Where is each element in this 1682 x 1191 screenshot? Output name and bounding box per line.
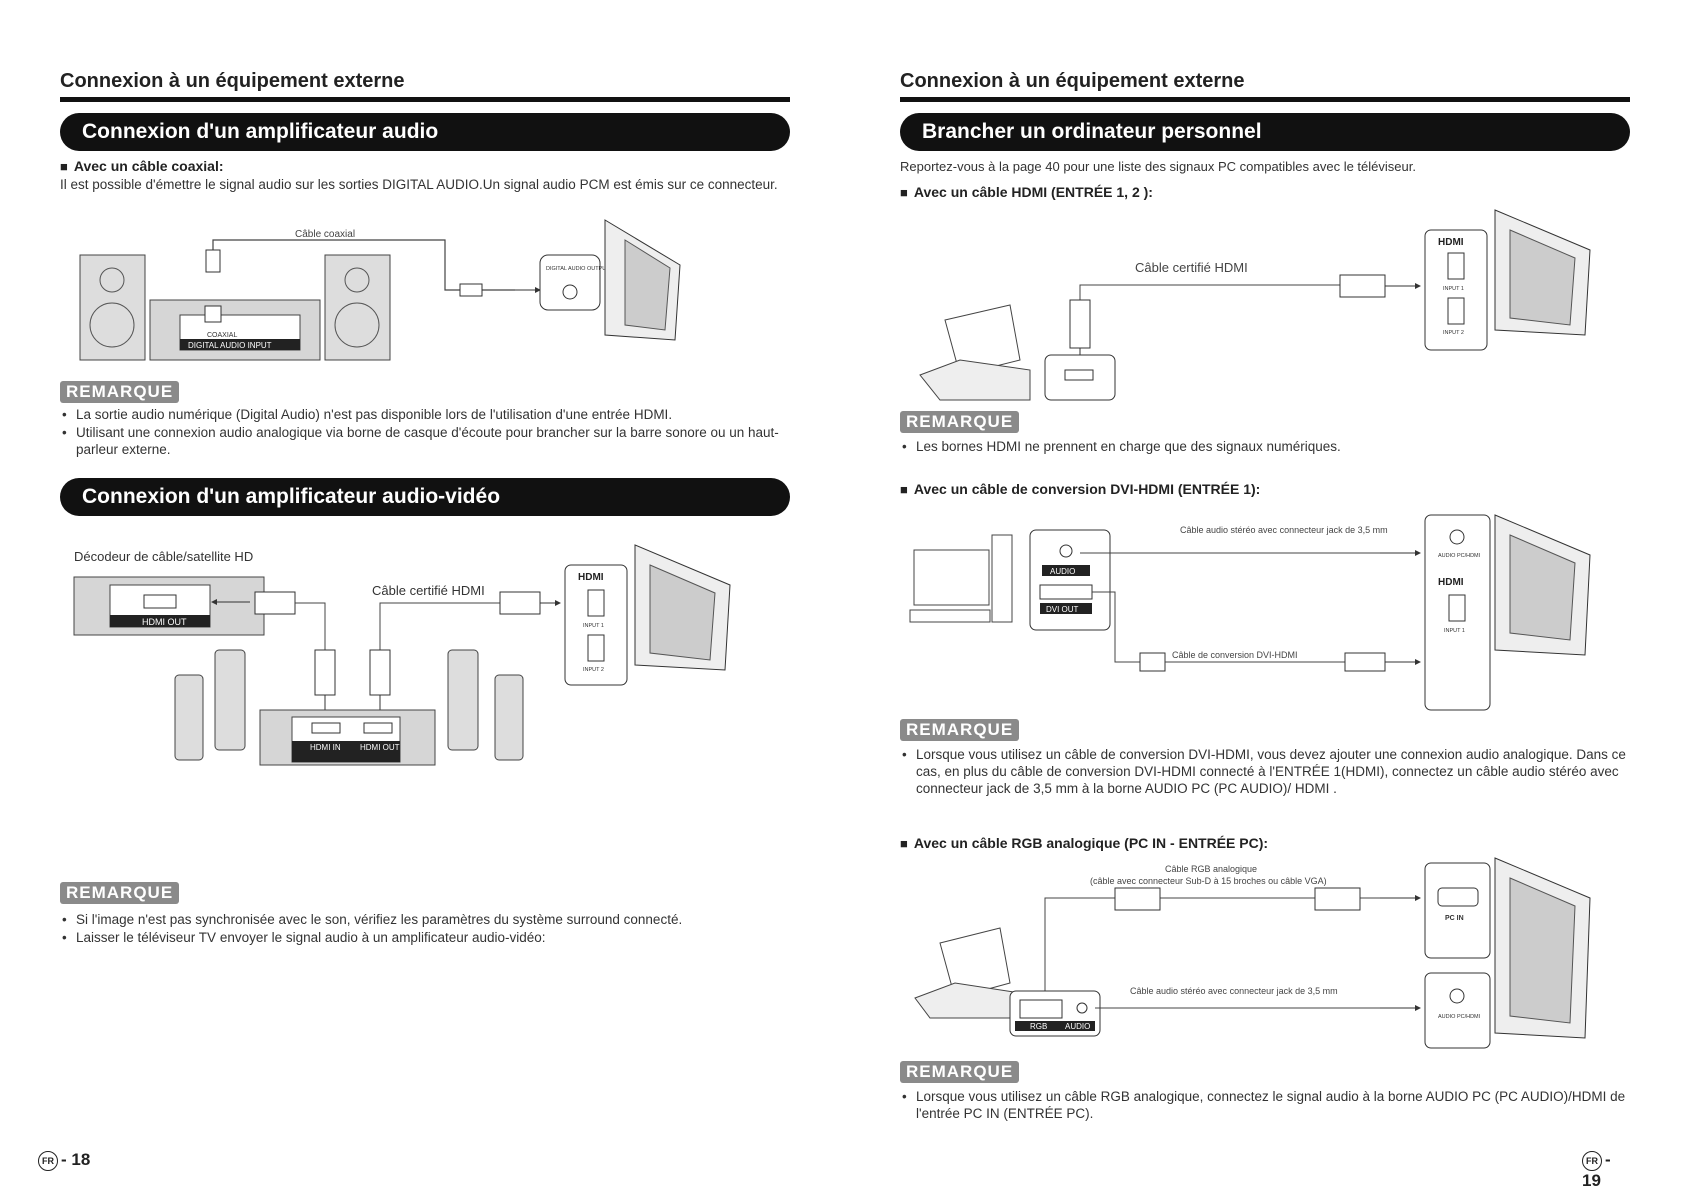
pc-hdmi-diagram: Câble certifié HDMI HDMI INPUT 1 INPUT 2 (919, 209, 1591, 401)
section-banner-av-amp: Connexion d'un amplificateur audio-vidéo (60, 478, 790, 516)
page-number: FR- 19 (1582, 1150, 1611, 1190)
list-item: Les bornes HDMI ne prennent en charge qu… (902, 438, 1646, 455)
section-banner-pc: Brancher un ordinateur personnel (900, 113, 1630, 151)
remark2-list: Lorsque vous utilisez un câble de conver… (900, 746, 1646, 798)
amp-hdmi-out-label: HDMI OUT (360, 743, 400, 752)
remark-badge: REMARQUE (900, 719, 1020, 741)
input2-label: INPUT 2 (1443, 330, 1464, 336)
coax-paragraph: Il est possible d'émettre le signal audi… (60, 177, 778, 192)
list-item: Lorsque vous utilisez un câble RGB analo… (902, 1088, 1646, 1122)
right-page: Connexion à un équipement externe Branch… (900, 0, 1630, 1190)
coax-cable (212, 239, 515, 291)
remark1-list: La sortie audio numérique (Digital Audio… (60, 406, 806, 459)
hdmi-heading: Avec un câble HDMI (ENTRÉE 1, 2 ): (900, 184, 1153, 200)
list-item: Si l'image n'est pas synchronisée avec l… (62, 911, 806, 928)
audio-pc-hdmi-label: AUDIO PC/HDMI (1438, 553, 1481, 559)
decoder-label: Décodeur de câble/satellite HD (74, 549, 253, 564)
av-amp-diagram: Décodeur de câble/satellite HD HDMI OUT … (73, 544, 731, 766)
list-item: Utilisant une connexion audio analogique… (62, 424, 806, 458)
remark-badge: REMARQUE (60, 882, 180, 904)
page-header: Connexion à un équipement externe (60, 70, 790, 102)
dvi-out-label: DVI OUT (1046, 605, 1079, 614)
fr-badge-icon: FR (1582, 1150, 1602, 1171)
rgb-label: RGB (1030, 1022, 1047, 1031)
laptop-icon (939, 927, 1011, 999)
laptop-icon (944, 304, 1021, 376)
rgb-cable-label-1: Câble RGB analogique (1165, 864, 1257, 874)
tv-hdmi-input-box (564, 564, 628, 686)
decoder-hdmi-out-label: HDMI OUT (142, 617, 187, 627)
list-item: Lorsque vous utilisez un câble de conver… (902, 746, 1646, 797)
list-item: La sortie audio numérique (Digital Audio… (62, 406, 806, 423)
coaxial-jack-icon (204, 305, 222, 323)
hdmi-logo: HDMI (578, 572, 604, 583)
desktop-tower-icon (991, 534, 1013, 623)
pc-intro: Reportez-vous à la page 40 pour une list… (900, 159, 1416, 174)
hdmi-logo: HDMI (1438, 237, 1464, 248)
remark-badge: REMARQUE (900, 1061, 1020, 1083)
speaker-icon (447, 649, 479, 751)
amp-hdmi-in-label: HDMI IN (310, 743, 341, 752)
dvi-port-icon (1039, 584, 1093, 600)
remark-badge: REMARQUE (900, 411, 1020, 433)
digital-audio-output-label: DIGITAL AUDIO OUTPUT (546, 266, 610, 272)
coaxial-diagram: Câble coaxial COAXIAL DIGITAL AUDIO INPU… (79, 219, 681, 361)
hdmi-logo: HDMI (1438, 577, 1464, 588)
hdmi-cable-label: Câble certifié HDMI (372, 583, 485, 598)
input1-label: INPUT 1 (1443, 286, 1464, 292)
left-speaker (79, 254, 146, 361)
audio-cable-label: Câble audio stéréo avec connecteur jack … (1130, 986, 1338, 996)
hdmi-cable-label: Câble certifié HDMI (1135, 260, 1248, 275)
fr-badge-icon: FR (38, 1150, 58, 1171)
audio-label: AUDIO (1050, 567, 1075, 576)
speaker-icon (494, 674, 524, 761)
input1-label: INPUT 1 (583, 623, 604, 629)
coax-cable-label: Câble coaxial (295, 229, 355, 240)
input1-label: INPUT 1 (1444, 628, 1465, 634)
pc-dvi-diagram: AUDIO DVI OUT Câble audio stéréo avec co… (909, 514, 1591, 711)
rgb-cable-label-2: (câble avec connecteur Sub-D à 15 broche… (1090, 876, 1327, 886)
conv-cable-label: Câble de conversion DVI-HDMI (1172, 650, 1298, 660)
rgb-heading: Avec un câble RGB analogique (PC IN - EN… (900, 835, 1268, 851)
vga-port-icon (1019, 999, 1063, 1019)
hdmi-port-icon (143, 594, 177, 609)
speaker-icon (214, 649, 246, 751)
remark-badge: REMARQUE (60, 381, 180, 403)
pc-in-label: PC IN (1445, 915, 1464, 922)
input2-label: INPUT 2 (583, 667, 604, 673)
left-page: Connexion à un équipement externe Connex… (38, 0, 790, 1188)
audio-pc-hdmi-label: AUDIO PC/HDMI (1438, 1014, 1481, 1020)
list-item: Laisser le téléviseur TV envoyer le sign… (62, 929, 806, 946)
coax-heading: Avec un câble coaxial: (60, 158, 224, 174)
digital-audio-output-box (539, 254, 601, 311)
hdmi-plug-icon (254, 591, 296, 615)
section-banner-audio-amp: Connexion d'un amplificateur audio (60, 113, 790, 151)
remark1-list: Les bornes HDMI ne prennent en charge qu… (900, 438, 1646, 456)
pc-rgb-diagram: Câble RGB analogique (câble avec connect… (914, 857, 1591, 1049)
dvi-heading: Avec un câble de conversion DVI-HDMI (EN… (900, 481, 1260, 497)
remark2-list: Si l'image n'est pas synchronisée avec l… (60, 911, 806, 947)
speaker-icon (174, 674, 204, 761)
remark3-list: Lorsque vous utilisez un câble RGB analo… (900, 1088, 1646, 1123)
desktop-monitor-icon (913, 549, 990, 606)
page-header: Connexion à un équipement externe (900, 70, 1630, 102)
pc-in-port-icon (1437, 887, 1479, 907)
coaxial-label: COAXIAL (207, 332, 237, 339)
audio-cable-label: Câble audio stéréo avec connecteur jack … (1180, 525, 1388, 535)
tv-hdmi-input-box (1424, 229, 1488, 351)
page-number: FR- 18 (38, 1150, 90, 1171)
audio-label: AUDIO (1065, 1022, 1090, 1031)
digital-audio-input-label: DIGITAL AUDIO INPUT (188, 341, 272, 350)
right-speaker (324, 254, 391, 361)
